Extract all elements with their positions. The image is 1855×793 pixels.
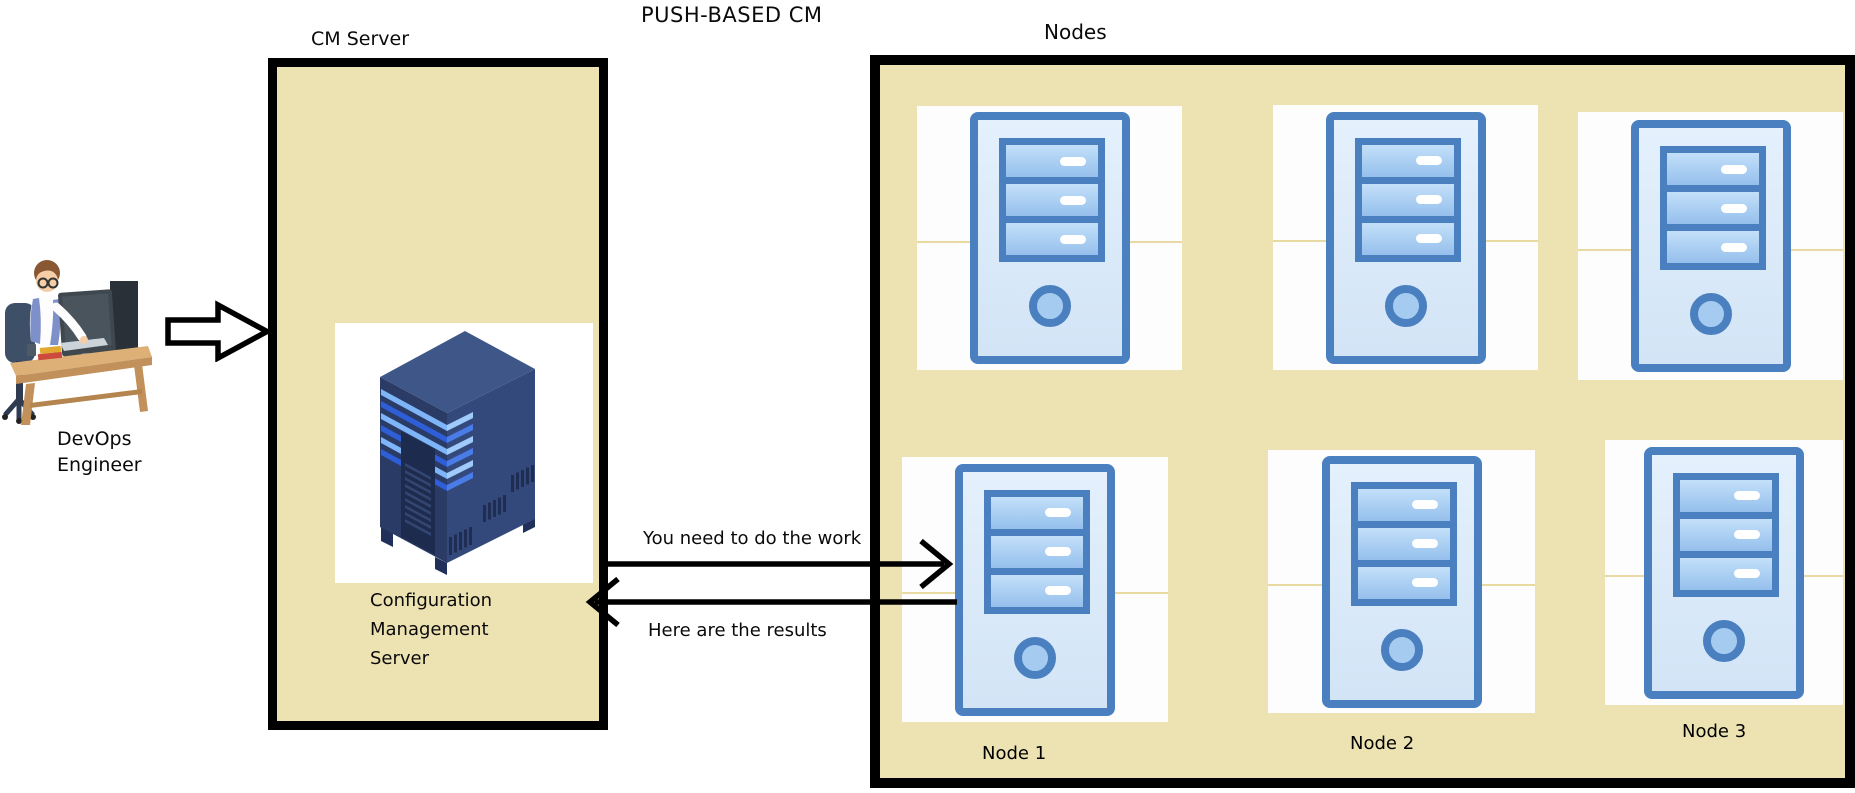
drive-bay	[991, 496, 1083, 529]
drive-bay	[1666, 192, 1759, 224]
drive-bay	[1680, 479, 1772, 512]
power-button-icon	[1028, 285, 1071, 327]
devops-engineer-illustration	[2, 260, 152, 425]
node-3-label: Node 3	[1682, 721, 1747, 742]
drive-led-icon	[1059, 195, 1086, 205]
drive-led-icon	[1415, 234, 1442, 243]
server-icon	[969, 112, 1130, 364]
drive-led-icon	[1045, 586, 1071, 595]
node-server-card	[1578, 112, 1843, 380]
coffee-cup	[27, 344, 36, 356]
server-icon	[955, 463, 1115, 716]
diagram-title: PUSH-BASED CM	[641, 3, 823, 27]
engineer-label-line1: DevOps	[57, 428, 132, 450]
server-icon	[1321, 455, 1482, 708]
request-arrow-label: You need to do the work	[643, 528, 862, 549]
drive-led-icon	[1415, 195, 1442, 204]
drive-led-icon	[1734, 569, 1760, 578]
book-stack	[37, 351, 63, 361]
cm-caption-line1: Configuration	[370, 590, 493, 611]
drive-led-icon	[1720, 242, 1747, 252]
cm-caption-line2: Management	[370, 619, 489, 640]
block-arrow-icon	[165, 300, 273, 362]
node-server-card	[1268, 450, 1535, 713]
drive-bays	[984, 489, 1090, 614]
drive-bay	[1680, 557, 1772, 590]
engineer-label: DevOps Engineer	[57, 426, 177, 478]
drive-bay	[1361, 222, 1454, 255]
nodes-box-label: Nodes	[1044, 20, 1107, 44]
drive-bay	[1357, 566, 1450, 599]
drive-bay	[1357, 488, 1450, 521]
drive-bay	[1005, 223, 1098, 255]
server-icon	[1630, 120, 1791, 372]
drive-bays	[1673, 472, 1779, 597]
power-button-icon	[1703, 619, 1745, 662]
node-2-label: Node 2	[1350, 733, 1415, 754]
drive-bay	[1666, 231, 1759, 263]
desk-top	[10, 346, 152, 376]
server-icon	[1325, 111, 1486, 364]
power-button-icon	[1689, 293, 1732, 335]
cm-server-box-label: CM Server	[311, 28, 410, 50]
node-server-card	[902, 457, 1168, 722]
cm-caption-line3: Server	[370, 648, 430, 669]
power-button-icon	[1380, 628, 1423, 671]
drive-bay	[1361, 183, 1454, 216]
engineer-label-line2: Engineer	[57, 454, 142, 476]
node-1-label: Node 1	[982, 743, 1047, 764]
cm-server-caption: Configuration Management Server	[370, 586, 560, 673]
drive-led-icon	[1059, 234, 1086, 244]
drive-bay	[1361, 144, 1454, 177]
drive-led-icon	[1720, 164, 1747, 174]
drive-led-icon	[1411, 500, 1438, 509]
cm-server-image	[335, 323, 593, 583]
server-icon	[1644, 446, 1804, 699]
drive-led-icon	[1720, 203, 1747, 213]
drive-bays	[1659, 146, 1766, 270]
drive-bay	[991, 535, 1083, 568]
drive-bay	[1680, 518, 1772, 551]
server-tower-icon	[380, 331, 535, 575]
drive-bays	[1354, 137, 1461, 262]
drive-bay	[1357, 527, 1450, 560]
drive-bay	[1666, 153, 1759, 185]
drive-led-icon	[1059, 156, 1086, 166]
node-server-card	[1273, 105, 1538, 370]
keyboard	[60, 338, 108, 351]
drive-bay	[1005, 145, 1098, 177]
power-button-icon	[1014, 636, 1056, 679]
drive-bay	[1005, 184, 1098, 216]
node-server-card	[917, 106, 1182, 370]
drive-led-icon	[1045, 547, 1071, 556]
drive-led-icon	[1411, 539, 1438, 548]
power-button-icon	[1384, 284, 1427, 327]
drive-led-icon	[1411, 578, 1438, 587]
node-server-card	[1605, 440, 1843, 705]
drive-bays	[1350, 481, 1457, 606]
drive-led-icon	[1045, 508, 1071, 517]
engineer-vest	[30, 298, 41, 344]
drive-led-icon	[1734, 491, 1760, 500]
response-arrow-label: Here are the results	[648, 620, 827, 641]
drive-bays	[998, 138, 1105, 262]
drive-led-icon	[1415, 156, 1442, 165]
drive-led-icon	[1734, 530, 1760, 539]
drive-bay	[991, 574, 1083, 607]
